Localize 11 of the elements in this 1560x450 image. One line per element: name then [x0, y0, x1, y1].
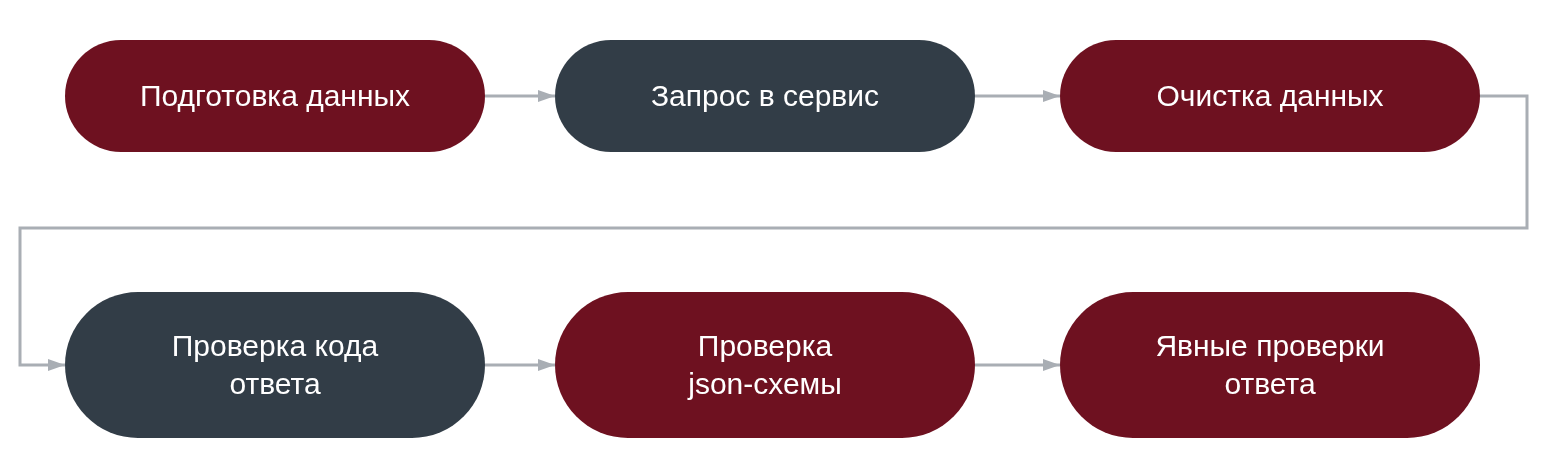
step-label: Проверка json-схемы	[686, 328, 843, 402]
step-label: Запрос в сервис	[650, 78, 880, 114]
arrow	[18, 94, 1529, 371]
arrow	[975, 359, 1060, 371]
step-label: Явные проверки ответа	[1154, 328, 1386, 402]
arrow	[485, 359, 555, 371]
arrow	[975, 90, 1060, 102]
arrow	[485, 90, 555, 102]
step-label: Проверка кода ответа	[170, 328, 380, 402]
step-label: Подготовка данных	[139, 78, 411, 114]
step-label: Очистка данных	[1156, 78, 1384, 114]
